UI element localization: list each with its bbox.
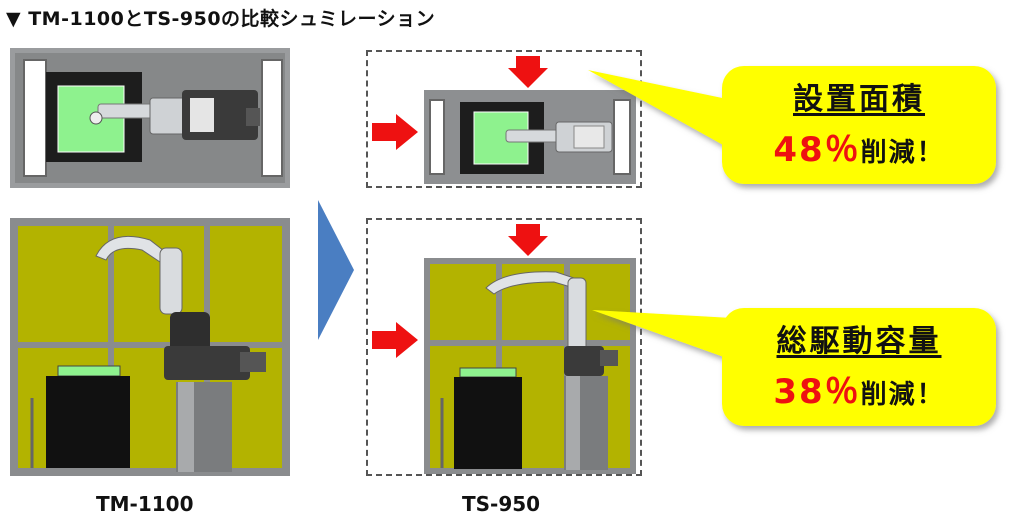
ts950-top-footprint-box (366, 50, 642, 188)
ts950-top-view (424, 90, 636, 184)
red-arrow-icon (508, 224, 548, 256)
blue-arrow-icon (318, 200, 354, 340)
red-arrow-icon (372, 114, 418, 150)
callout-drive-capacity-suffix: 削減！ (860, 380, 945, 410)
model-label-ts950: TS-950 (462, 492, 541, 516)
tm1100-side-view (10, 218, 290, 476)
ts950-side-view (424, 258, 636, 474)
callout-drive-capacity-title: 総駆動容量 (776, 324, 942, 359)
ts950-side-footprint-box (366, 218, 642, 476)
callout-bubbles (588, 66, 996, 426)
red-arrow-icon (508, 56, 548, 88)
red-arrow-icon (372, 322, 418, 358)
callout-footprint-suffix: 削減！ (860, 138, 945, 168)
callout-footprint-title: 設置面積 (793, 82, 925, 117)
tm1100-top-view (10, 48, 290, 188)
callout-footprint: 設置面積 48％削減！ (722, 74, 996, 171)
model-label-tm1100: TM-1100 (96, 492, 194, 516)
page-title: ▼ TM-1100とTS-950の比較シュミレーション (6, 8, 436, 30)
callout-drive-capacity-value: 38％ (773, 372, 861, 412)
callout-footprint-value: 48％ (773, 130, 861, 170)
callout-drive-capacity: 総駆動容量 38％削減！ (722, 316, 996, 413)
